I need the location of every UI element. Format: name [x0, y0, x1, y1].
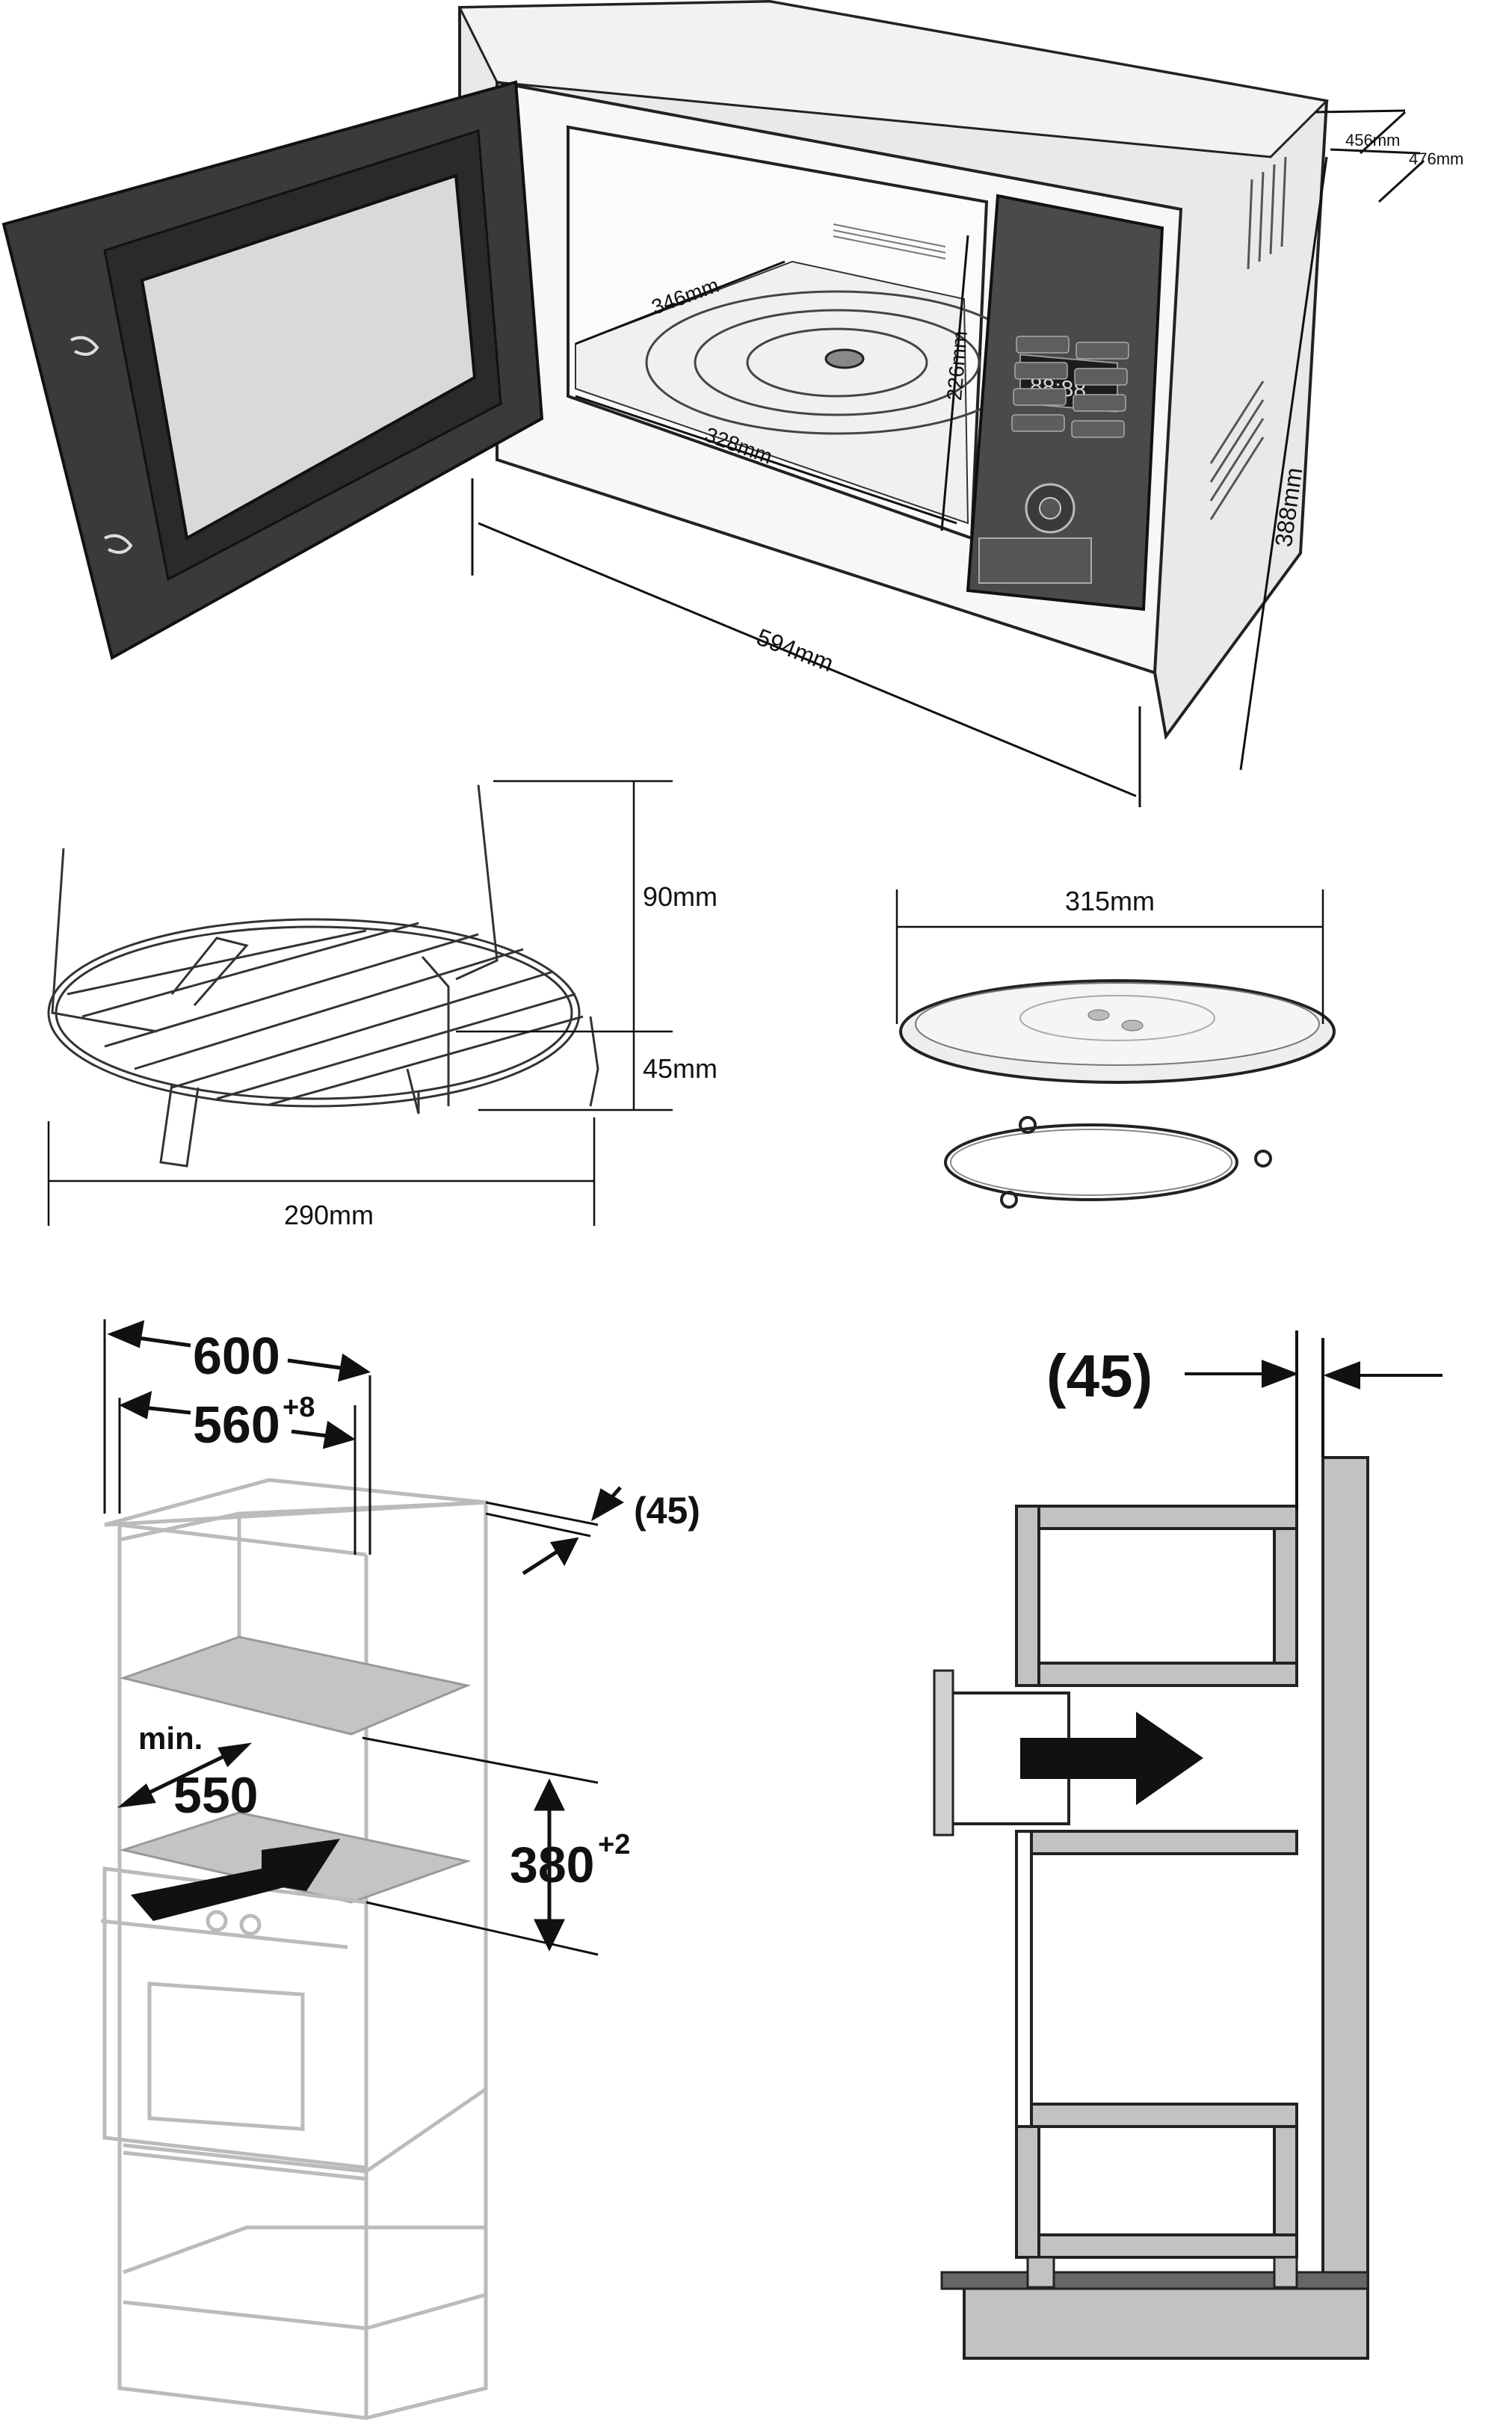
inner-width-tolerance: +8	[283, 1392, 315, 1423]
built-in-oven	[100, 1866, 368, 2170]
rack-90-label: 90mm	[643, 881, 718, 912]
depth-476-label: 476mm	[1409, 149, 1463, 168]
niche-height-tolerance: +2	[598, 1829, 630, 1860]
cabinet-dimensions	[103, 1319, 624, 1956]
back-gap-45: (45)	[634, 1490, 700, 1532]
turntable-dimension	[895, 889, 1324, 1024]
door-window	[140, 173, 477, 541]
width-594-label: 594mm	[753, 623, 838, 677]
depth-456-label: 456mm	[1345, 131, 1400, 149]
rack-290-label: 290mm	[284, 1200, 374, 1230]
inner-width-560: 560	[193, 1396, 280, 1454]
upper-shelf	[119, 1635, 471, 1736]
microwave-illustration: 88:88	[1, 0, 1463, 807]
side-gap-45: (45)	[1046, 1342, 1152, 1409]
panel-buttons	[1011, 336, 1129, 438]
rack-dimensions	[47, 780, 673, 1226]
base-plinth	[963, 2286, 1369, 2360]
tall-cabinet	[104, 1478, 488, 2420]
side-view: (45)	[933, 1330, 1442, 2360]
side-vents	[1209, 156, 1287, 520]
push-arrow	[1020, 1712, 1203, 1805]
door-release	[978, 537, 1092, 584]
insert-arrow	[131, 1839, 340, 1921]
outer-width-600: 600	[193, 1327, 280, 1385]
grill-rack	[47, 784, 599, 1168]
turntable-plate	[899, 979, 1336, 1084]
roller-ring	[944, 1116, 1272, 1209]
rack-45-label: 45mm	[643, 1053, 718, 1084]
turntable-315-label: 315mm	[1065, 886, 1155, 916]
wall-panel	[1321, 1456, 1369, 2289]
niche-height-380: 380	[510, 1837, 594, 1893]
min-depth-550: 550	[173, 1767, 258, 1824]
microwave-top	[457, 0, 1330, 158]
min-label: min.	[138, 1721, 203, 1756]
